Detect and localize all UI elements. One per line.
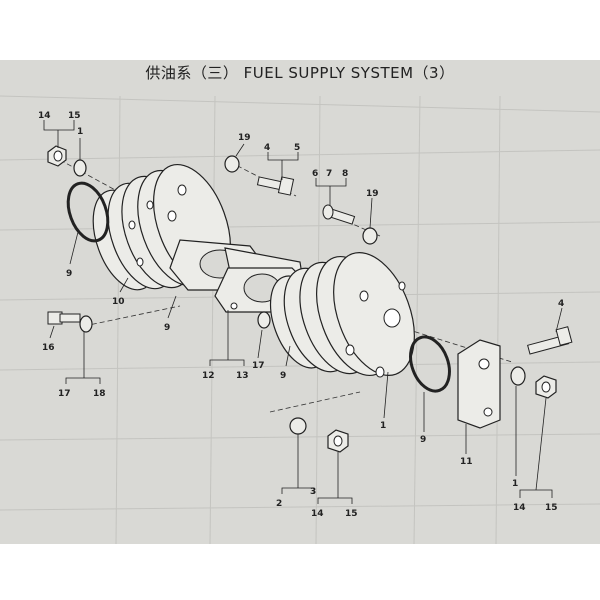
callout-label: 15 [345, 509, 358, 519]
callout-label: 14 [311, 509, 324, 519]
callout-label: 3 [310, 487, 316, 497]
callout-label: 4 [558, 299, 564, 309]
callout-label: 1 [380, 421, 386, 431]
left-flange-stack [92, 163, 231, 291]
callout-label: 14 [513, 503, 526, 513]
washer-19-right [362, 227, 378, 245]
bolt-top [256, 176, 295, 196]
right-flange-stack [269, 252, 415, 377]
bolt-right [527, 326, 573, 355]
callout-label: 14 [38, 111, 51, 121]
callout-label: 8 [342, 169, 348, 179]
right-flange-holes [345, 281, 406, 378]
callout-label: 19 [238, 133, 251, 143]
callout-label: 1 [512, 479, 518, 489]
callout-label: 19 [366, 189, 379, 199]
o-ring-left [66, 181, 110, 243]
bolt-678 [322, 204, 356, 225]
bracket [457, 339, 501, 429]
callout-label: 12 [202, 371, 215, 381]
callout-label: 18 [93, 389, 106, 399]
callout-label: 6 [312, 169, 318, 179]
page-title: 供油系（三） FUEL SUPPLY SYSTEM（3） [145, 64, 455, 82]
nut-bottom [327, 429, 349, 453]
callout-label: 7 [326, 169, 332, 179]
nut-top-left [47, 145, 67, 167]
callout-label: 17 [58, 389, 71, 399]
callout-label: 13 [236, 371, 249, 381]
callout-label: 9 [164, 323, 170, 333]
leader-lines [43, 120, 563, 504]
callout-label: 2 [276, 499, 282, 509]
callout-label: 10 [112, 297, 125, 307]
callout-label: 15 [545, 503, 558, 513]
washer-17 [257, 311, 271, 329]
washer-18 [79, 315, 93, 333]
washer-bottom [289, 417, 307, 435]
callout-label: 17 [252, 361, 265, 371]
washer-19-top [224, 155, 240, 173]
washer-right [510, 366, 526, 386]
callout-label: 11 [460, 457, 473, 467]
bolt-16 [47, 311, 81, 325]
callout-label: 15 [68, 111, 81, 121]
callout-label: 9 [280, 371, 286, 381]
callout-label: 9 [66, 269, 72, 279]
left-flange-holes [128, 184, 195, 267]
o-ring-right [409, 335, 451, 393]
washer-top-left [73, 159, 87, 177]
background-grid [0, 95, 600, 545]
callout-label: 9 [420, 435, 426, 445]
nut-right [535, 375, 557, 399]
callout-labels: 14 15 1 9 10 9 19 4 5 6 7 8 19 16 17 18 … [38, 111, 564, 519]
callout-label: 4 [264, 143, 270, 153]
callout-label: 16 [42, 343, 55, 353]
callout-label: 5 [294, 143, 300, 153]
callout-label: 1 [77, 127, 83, 137]
